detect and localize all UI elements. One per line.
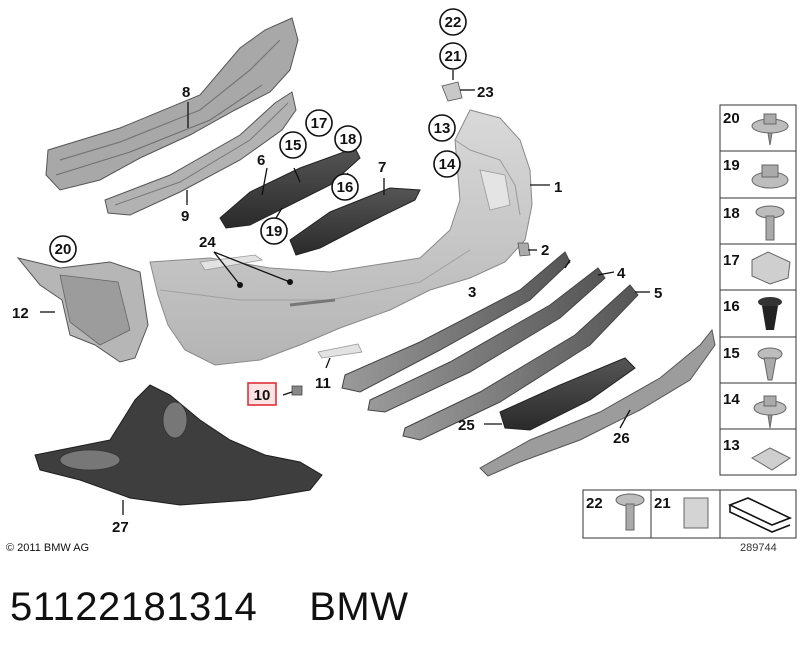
part-8-carrier xyxy=(45,17,299,191)
callout-16: 16 xyxy=(337,179,354,196)
arrow-symbol-icon xyxy=(727,497,793,533)
callout-20: 20 xyxy=(55,241,72,258)
nut-20-icon xyxy=(751,113,789,146)
part-brand: BMW xyxy=(309,585,409,629)
legend-14: 14 xyxy=(723,391,740,408)
callout-circle-15 xyxy=(279,131,307,159)
part-caption: 51122181314 BMW xyxy=(10,585,409,630)
callout-circle-14 xyxy=(433,150,461,178)
part-11-strip xyxy=(317,343,363,359)
clip-13-icon xyxy=(751,447,791,471)
callout-14: 14 xyxy=(439,156,456,173)
callout-23: 23 xyxy=(477,84,494,101)
legend-21: 21 xyxy=(654,495,671,512)
highlight-box xyxy=(247,382,277,406)
copyright-text: © 2011 BMW AG xyxy=(6,542,90,554)
callout-circle-19 xyxy=(260,217,288,245)
clip-17-icon xyxy=(751,251,791,285)
callout-10-highlight[interactable]: 10 xyxy=(247,382,277,406)
part-10-clip xyxy=(291,385,303,396)
part-9-carrier xyxy=(104,91,297,216)
callout-circle-20 xyxy=(49,235,77,263)
part-27-underbody xyxy=(34,384,323,506)
callout-circle-21 xyxy=(439,42,467,70)
callout-7: 7 xyxy=(378,159,386,176)
callout-6: 6 xyxy=(257,152,265,169)
legend-15: 15 xyxy=(723,345,740,362)
callout-26: 26 xyxy=(613,430,630,447)
callout-circle-17 xyxy=(305,109,333,137)
callout-27: 27 xyxy=(112,519,129,536)
legend-18: 18 xyxy=(723,205,740,222)
callout-24: 24 xyxy=(199,234,216,251)
clip-21-icon xyxy=(683,497,709,529)
part-24-strip xyxy=(199,254,264,271)
screw-15-icon xyxy=(757,347,783,381)
part-25-diffuser xyxy=(499,357,636,431)
image-id-text: 289744 xyxy=(740,542,777,554)
callout-labels: 1 2 3 4 5 6 7 8 9 11 12 23 24 25 26 27 xyxy=(12,84,662,536)
legend-22: 22 xyxy=(586,495,603,512)
legend-17: 17 xyxy=(723,252,740,269)
part-3-strip xyxy=(341,251,571,393)
legend-grid: 20 19 18 17 16 15 14 13 xyxy=(719,104,797,476)
bolt-22-icon xyxy=(615,493,645,531)
part-number: 51122181314 xyxy=(10,585,258,629)
legend-20: 20 xyxy=(723,110,740,127)
part-26-trim xyxy=(479,328,716,477)
callout-8: 8 xyxy=(182,84,190,101)
callout-5: 5 xyxy=(654,285,662,302)
nut-19-icon xyxy=(751,164,789,189)
legend-19: 19 xyxy=(723,157,740,174)
callout-circle-22 xyxy=(439,8,467,36)
part-12-bracket xyxy=(16,257,149,363)
nut-14-icon xyxy=(753,395,787,429)
callout-circle-16 xyxy=(331,173,359,201)
part-6-panel xyxy=(219,147,361,229)
callout-2: 2 xyxy=(541,242,549,259)
callout-15: 15 xyxy=(285,137,302,154)
callout-19: 19 xyxy=(266,223,283,240)
leader-lines xyxy=(40,70,650,515)
callout-13: 13 xyxy=(434,120,451,137)
callout-3: 3 xyxy=(468,284,476,301)
callout-21: 21 xyxy=(445,48,462,65)
callout-4: 4 xyxy=(617,265,626,282)
callout-17: 17 xyxy=(311,115,328,132)
callout-circle-18 xyxy=(334,125,362,153)
bolt-18-icon xyxy=(755,205,785,241)
callout-11: 11 xyxy=(315,375,331,392)
legend-bottom: 22 21 xyxy=(582,489,797,539)
part-7-panel xyxy=(289,187,421,256)
callout-18: 18 xyxy=(340,131,357,148)
callout-12: 12 xyxy=(12,305,29,322)
legend-13: 13 xyxy=(723,437,740,454)
part-4-strip xyxy=(367,267,606,413)
callout-10: 10 xyxy=(254,387,271,404)
clip-16-icon xyxy=(758,297,782,330)
part-1-bumper xyxy=(149,109,533,366)
callout-25: 25 xyxy=(458,417,475,434)
part-23-clip xyxy=(441,81,463,102)
legend-16: 16 xyxy=(723,298,740,315)
part-2-clip xyxy=(517,242,531,257)
part-5-strip xyxy=(402,284,639,441)
callout-22: 22 xyxy=(445,14,462,31)
callout-1: 1 xyxy=(554,179,562,196)
callout-circle-13 xyxy=(428,114,456,142)
circled-callouts: 22 21 13 14 17 15 18 16 19 20 xyxy=(49,8,467,263)
callout-9: 9 xyxy=(181,208,189,225)
